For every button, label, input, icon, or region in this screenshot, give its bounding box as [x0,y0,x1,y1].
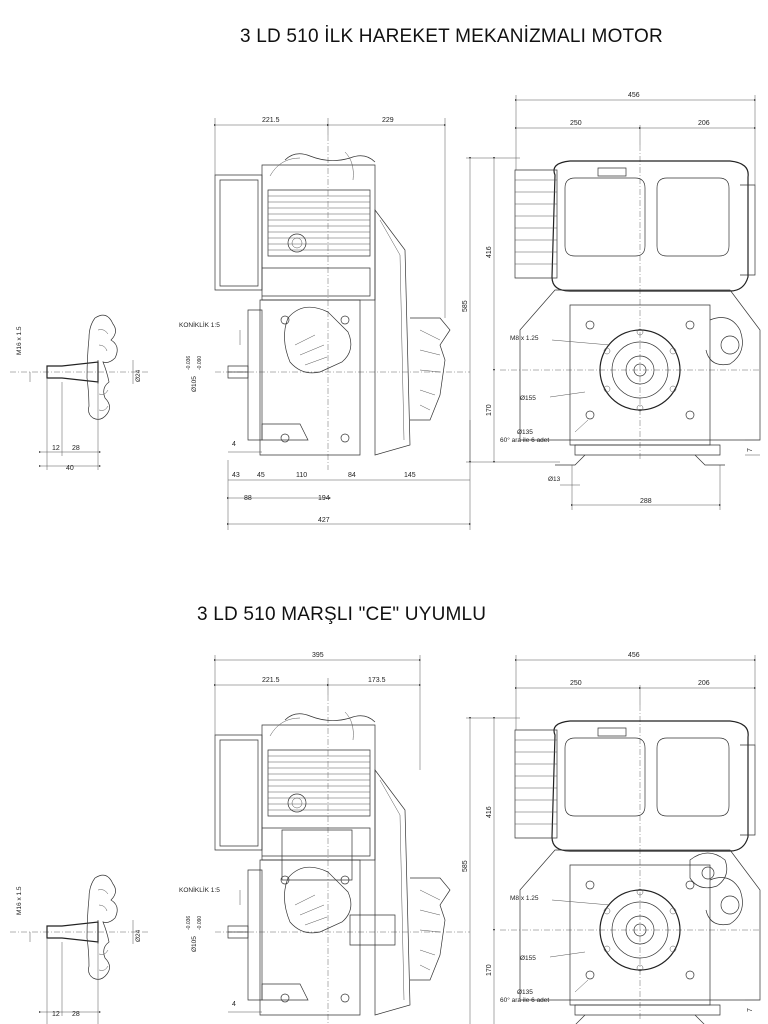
dim-small-4: 4 [232,441,236,448]
label-diam155: Ø155 [520,395,536,402]
dim2-front-right: 206 [698,680,710,687]
label-taper: KONİKLİK 1:5 [179,320,220,329]
dim-height-total: 585 [462,300,469,312]
dim2-small-4: 4 [232,1001,236,1008]
dim2-height-lower: 170 [486,964,493,976]
dim-side-top-right: 229 [382,117,394,124]
label2-tol-hi: -0.036 [186,916,192,930]
sheet-2-drawing [10,655,761,1024]
dim2-side-top-right: 173.5 [368,677,386,684]
dim2-shaft-28: 28 [72,1011,80,1018]
dim-bottom-110: 110 [296,472,307,479]
label-tol-hi: -0.036 [186,356,192,370]
dim-bottom-145: 145 [404,472,416,479]
label2-diam135: Ø135 [517,989,533,996]
label2-taper: KONİKLİK 1:5 [179,885,220,894]
dim-bottom-427: 427 [318,517,330,524]
label-diam135: Ø135 [517,429,533,436]
label2-thread: M16 x 1.5 [16,886,23,915]
dim-bottom-43: 43 [232,472,240,479]
dim-bottom-84: 84 [348,472,356,479]
dim-front-right: 206 [698,120,710,127]
dim-shaft-12: 12 [52,445,60,452]
dim2-side-total: 395 [312,652,324,659]
dim-small-7: 7 [747,448,754,452]
dim2-front-left: 250 [570,680,582,687]
label-thread: M16 x 1.5 [16,326,23,355]
dim2-height-total: 585 [462,860,469,872]
dim-height-lower: 170 [486,404,493,416]
dim-bottom-45: 45 [257,472,265,479]
dim2-shaft-12: 12 [52,1011,60,1018]
label2-bolt: M8 x 1.25 [510,895,539,902]
label2-diam24: Ø24 [135,929,142,942]
dim-bottom-194: 194 [318,495,330,502]
drawing-title-1: 3 LD 510 İLK HAREKET MEKANİZMALI MOTOR [240,26,663,47]
label-diam24: Ø24 [135,369,142,382]
dim-shaft-28: 28 [72,445,80,452]
dim-side-top-left: 221.5 [262,117,280,124]
dim2-front-total: 456 [628,652,640,659]
drawing-title-2: 3 LD 510 MARŞLI "CE" UYUMLU [197,604,487,625]
label2-tol-lo: -0.090 [197,916,203,930]
label2-diam155: Ø155 [520,955,536,962]
sheet-1-drawing [10,95,761,530]
label-diam105: Ø105 [191,376,198,392]
label-diam13: Ø13 [548,476,561,483]
label-tol-lo: -0.090 [197,356,203,370]
label-holes: 60° ara ile 6 adet [500,436,549,444]
label2-holes: 60° ara ile 6 adet [500,996,549,1004]
dim-bottom-88: 88 [244,495,252,502]
label-bolt: M8 x 1.25 [510,335,539,342]
sheet-1-labels: 221.5 229 456 250 206 585 416 170 43 45 … [16,92,754,524]
dim-front-bottom: 288 [640,498,652,505]
dim-front-left: 250 [570,120,582,127]
dim-shaft-40: 40 [66,465,74,472]
sheet-2-labels: 395 221.5 173.5 456 250 206 585 416 170 … [16,652,754,1018]
dim2-side-top-left: 221.5 [262,677,280,684]
label2-diam105: Ø105 [191,936,198,952]
dim-front-total: 456 [628,92,640,99]
dim2-small-7: 7 [747,1008,754,1012]
dim-height-upper: 416 [486,246,493,258]
dim2-height-upper: 416 [486,806,493,818]
